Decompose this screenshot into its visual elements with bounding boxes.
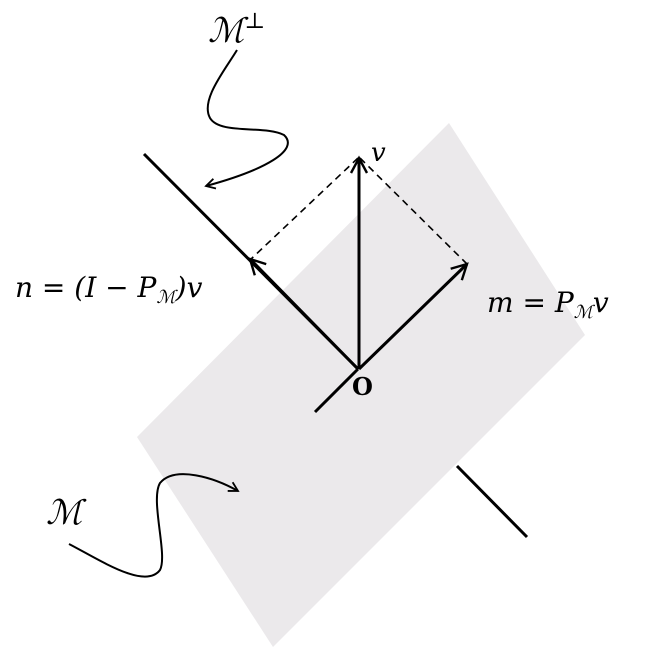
m-line-tail	[313, 367, 360, 414]
m-label: m = Pℳv	[487, 286, 609, 323]
origin-label: O	[352, 372, 373, 401]
dashed-projection-m	[359, 157, 468, 265]
n-label-rhs: )v	[175, 271, 203, 304]
v-label: v	[371, 138, 386, 168]
m-perp-label: ℳ⊥	[208, 9, 265, 51]
m-label-rhs: v	[593, 286, 609, 319]
m-perp-superscript: ⊥	[244, 9, 265, 34]
n-label: n = (I − Pℳ)v	[15, 271, 203, 308]
m-label-lhs: m = P	[487, 286, 575, 319]
m-label-sub: ℳ	[574, 302, 596, 323]
m-perp-script: ℳ	[208, 11, 249, 51]
m-pointer-squiggle	[68, 473, 240, 578]
dashed-projection-n	[249, 157, 359, 261]
m-perp-pointer-squiggle	[204, 49, 289, 190]
plane-m-label: ℳ	[46, 493, 87, 533]
m-perp-line-lower	[455, 464, 529, 539]
subspace-m-plane	[137, 123, 585, 647]
vector-n	[248, 257, 360, 371]
vector-m	[357, 262, 469, 371]
n-label-sub: ℳ	[156, 287, 178, 308]
n-label-lhs: n = (I − P	[15, 271, 158, 304]
